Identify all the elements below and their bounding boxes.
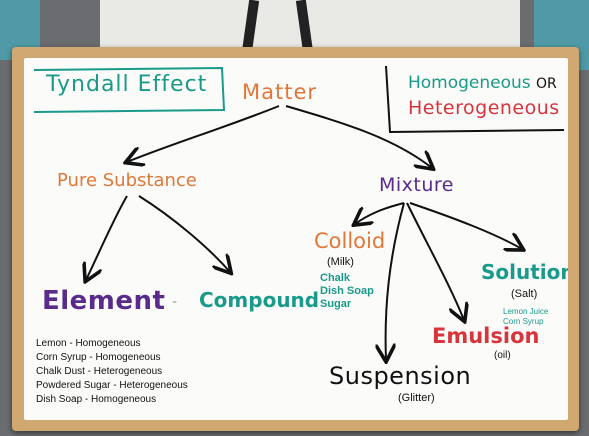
solution-example: (Salt) bbox=[511, 288, 538, 300]
arrow-matter-pure bbox=[127, 105, 280, 162]
arrow-mixture-emulsion bbox=[406, 202, 464, 320]
corner-homogeneous: Homogeneous bbox=[408, 73, 531, 93]
node-matter: Matter bbox=[242, 80, 318, 104]
solution-item: Lemon Juice bbox=[503, 307, 549, 316]
node-pure-substance: Pure Substance bbox=[57, 170, 197, 191]
arrow-matter-mixture bbox=[285, 105, 432, 168]
colloid-item: Chalk bbox=[320, 272, 350, 284]
corner-or: OR bbox=[536, 76, 557, 92]
emulsion-example: (oil) bbox=[494, 350, 511, 361]
example-line: Powdered Sugar - Heterogeneous bbox=[36, 380, 188, 391]
node-solution: Solution bbox=[481, 260, 568, 284]
arrow-mixture-solution bbox=[409, 202, 522, 249]
node-colloid: Colloid bbox=[314, 229, 386, 253]
example-line: Dish Soap - Homogeneous bbox=[36, 394, 157, 405]
diagram-lines bbox=[33, 65, 565, 420]
colloid-item: Dish Soap bbox=[320, 285, 374, 297]
arrow-mixture-suspension bbox=[386, 202, 405, 360]
solution-item: Corn Syrup bbox=[503, 317, 544, 326]
title: Tyndall Effect bbox=[46, 72, 208, 97]
node-element: Element bbox=[42, 286, 166, 316]
title-box bbox=[33, 66, 226, 113]
examples-list: Lemon - Homogeneous Corn Syrup - Homogen… bbox=[36, 337, 188, 407]
node-emulsion: Emulsion bbox=[432, 324, 540, 348]
suspension-example: (Glitter) bbox=[398, 392, 435, 404]
colloid-example: (Milk) bbox=[327, 256, 354, 268]
node-suspension: Suspension bbox=[329, 362, 472, 390]
example-line: Corn Syrup - Homogeneous bbox=[36, 352, 161, 363]
corner-heterogeneous: Heterogeneous bbox=[408, 97, 560, 119]
example-line: Chalk Dust - Heterogeneous bbox=[36, 366, 163, 377]
colloid-items: Chalk Dish Soap Sugar bbox=[320, 272, 410, 311]
colloid-item: Sugar bbox=[320, 298, 352, 310]
arrow-pure-compound bbox=[138, 195, 230, 272]
node-mixture: Mixture bbox=[379, 174, 454, 196]
whiteboard: Tyndall Effect Matter Homogeneous OR Het… bbox=[24, 58, 568, 420]
example-line: Lemon - Homogeneous bbox=[36, 338, 141, 349]
arrow-pure-element bbox=[86, 195, 128, 280]
corner-box bbox=[385, 65, 565, 134]
arrow-mixture-colloid bbox=[355, 202, 405, 224]
node-compound: Compound bbox=[199, 288, 320, 312]
dash: - bbox=[172, 294, 178, 310]
